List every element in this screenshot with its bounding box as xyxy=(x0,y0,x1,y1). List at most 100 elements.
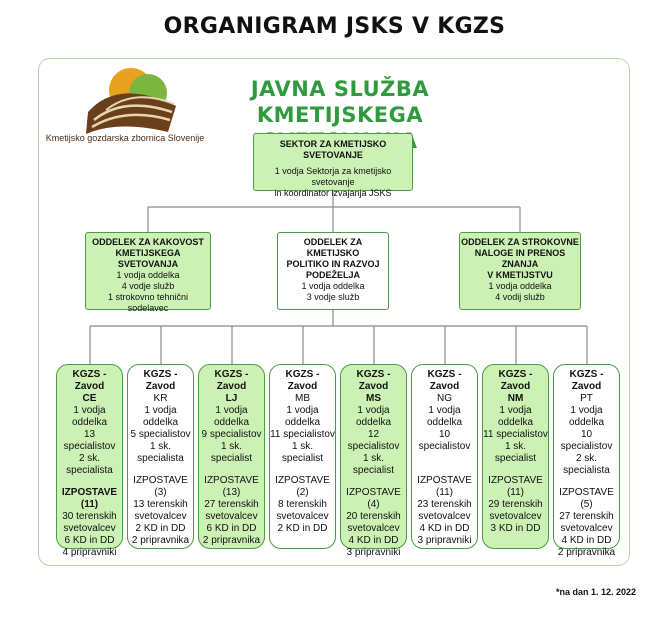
unit-line: 5 specialistov xyxy=(130,429,191,440)
branch-line: 6 KD in DD xyxy=(206,523,257,534)
unit-line: 12 specialistov xyxy=(347,429,400,452)
unit-line: 1 vodja xyxy=(286,405,319,416)
unit-line: 13 specialistov xyxy=(63,429,116,452)
branch-line: 8 terenskih xyxy=(278,499,327,510)
branch-line: 20 terenskih xyxy=(346,511,401,522)
unit-line: 1 vodja xyxy=(357,405,390,416)
unit-line: 11 specialistov xyxy=(483,429,548,440)
sector-line: 1 vodja Sektorja za kmetijsko svetovanje xyxy=(274,166,392,187)
branch-line: 2 KD in DD xyxy=(135,523,186,534)
department-title: ODDELEK ZA STROKOVNE xyxy=(461,237,579,247)
branch-line: 27 terenskih xyxy=(204,499,259,510)
department-expert-tasks: ODDELEK ZA STROKOVNE NALOGE IN PRENOS ZN… xyxy=(459,232,581,310)
unit-line: 1 sk. specialist xyxy=(352,453,395,476)
unit-ng: KGZS - Zavod NG 1 vodja oddelka 10 speci… xyxy=(411,364,478,549)
branch-line: svetovalcev xyxy=(276,511,329,522)
unit-line: 1 sk. specialist xyxy=(210,441,253,464)
branch-line: 2 KD in DD xyxy=(277,523,328,534)
branch-title: IZPOSTAVE (11) xyxy=(417,475,472,498)
kgzs-logo xyxy=(86,68,176,134)
unit-name: PT xyxy=(580,393,593,404)
department-line: 4 vodje služb xyxy=(121,281,175,291)
department-line: 4 vodij služb xyxy=(495,292,545,302)
unit-line: 9 specialistov xyxy=(201,429,262,440)
branch-line: 4 pripravniki xyxy=(62,547,117,558)
branch-line: svetovalcev xyxy=(560,523,613,534)
sector-box: SEKTOR ZA KMETIJSKO SVETOVANJE 1 vodja S… xyxy=(253,133,413,198)
unit-line: 1 vodja xyxy=(215,405,248,416)
unit-name: KGZS - Zavod xyxy=(214,369,249,392)
branch-line: 4 KD in DD xyxy=(561,535,612,546)
unit-name: KR xyxy=(153,393,168,404)
branch-line: 2 pripravnika xyxy=(131,535,190,546)
unit-name: CE xyxy=(82,393,97,404)
unit-line: 2 sk. specialista xyxy=(66,453,113,476)
unit-nm: KGZS - Zavod NM 1 vodja oddelka 11 speci… xyxy=(482,364,549,549)
branch-title: IZPOSTAVE (3) xyxy=(133,475,188,498)
unit-line: 10 specialistov xyxy=(560,429,613,452)
branch-line: 2 pripravnika xyxy=(557,547,616,558)
unit-name: KGZS - Zavod xyxy=(356,369,391,392)
branch-line: svetovalcev xyxy=(63,523,116,534)
date-footnote: *na dan 1. 12. 2022 xyxy=(556,587,637,597)
unit-ce: KGZS - Zavod CE 1 vodja oddelka 13 speci… xyxy=(56,364,123,558)
logo-caption: Kmetijsko gozdarska zbornica Slovenije xyxy=(45,133,205,143)
unit-line: 11 specialistov xyxy=(270,429,335,440)
branch-title: IZPOSTAVE (5) xyxy=(559,487,614,510)
unit-name: KGZS - Zavod xyxy=(427,369,462,392)
unit-kr: KGZS - Zavod KR 1 vodja oddelka 5 specia… xyxy=(127,364,194,549)
branch-line: 3 pripravniki xyxy=(417,535,472,546)
branch-line: svetovalcev xyxy=(418,511,471,522)
department-title: V KMETIJSTVU xyxy=(487,270,553,280)
department-title: ODDELEK ZA KMETIJSKO xyxy=(303,237,363,258)
unit-ms: KGZS - Zavod MS 1 vodja oddelka 12 speci… xyxy=(340,364,407,558)
branch-line: 4 KD in DD xyxy=(348,535,399,546)
unit-line: oddelka xyxy=(426,417,463,428)
branch-line: 27 terenskih xyxy=(559,511,614,522)
branch-line: svetovalcev xyxy=(347,523,400,534)
department-line: 1 vodja oddelka xyxy=(488,281,552,291)
unit-name: MB xyxy=(295,393,310,404)
unit-mb: KGZS - Zavod MB 1 vodja oddelka 11 speci… xyxy=(269,364,336,549)
branch-line: 23 terenskih xyxy=(417,499,472,510)
branch-line: 29 terenskih xyxy=(488,499,543,510)
department-line: 1 vodja oddelka xyxy=(301,281,365,291)
heading-line-1: JAVNA SLUŽBA KMETIJSKEGA xyxy=(250,77,430,127)
department-title: NALOGE IN PRENOS ZNANJA xyxy=(474,248,566,269)
branch-line: 4 KD in DD xyxy=(419,523,470,534)
sector-line: in koordinator izvajanja JSKS xyxy=(274,188,392,198)
unit-line: oddelka xyxy=(71,417,108,428)
unit-line: 1 vodja xyxy=(144,405,177,416)
unit-name: LJ xyxy=(225,393,238,404)
department-line: 1 strokovno tehnični xyxy=(107,292,189,302)
unit-line: 1 vodja xyxy=(570,405,603,416)
department-line: sodelavec xyxy=(127,303,169,313)
unit-line: 1 vodja xyxy=(428,405,461,416)
unit-line: 2 sk. specialista xyxy=(563,453,610,476)
branch-line: 3 KD in DD xyxy=(490,523,541,534)
branch-title: IZPOSTAVE (11) xyxy=(488,475,543,498)
unit-name: KGZS - Zavod xyxy=(143,369,178,392)
department-title: ODDELEK ZA KAKOVOST xyxy=(92,237,204,247)
branch-line: 13 terenskih xyxy=(133,499,188,510)
unit-line: oddelka xyxy=(355,417,392,428)
department-title: PODEŽELJA xyxy=(305,270,360,280)
department-policy: ODDELEK ZA KMETIJSKO POLITIKO IN RAZVOJ … xyxy=(277,232,389,310)
unit-line: oddelka xyxy=(284,417,321,428)
unit-line: oddelka xyxy=(568,417,605,428)
branch-line: 3 pripravniki xyxy=(346,547,401,558)
branch-title: (13) xyxy=(222,487,241,498)
branch-line: svetovalcev xyxy=(205,511,258,522)
branch-line: 30 terenskih xyxy=(62,511,117,522)
unit-pt: KGZS - Zavod PT 1 vodja oddelka 10 speci… xyxy=(553,364,620,558)
branch-title: IZPOSTAVE (4) xyxy=(346,487,401,510)
unit-name: KGZS - Zavod xyxy=(72,369,107,392)
branch-title: IZPOSTAVE (11) xyxy=(61,487,118,510)
branch-line: svetovalcev xyxy=(134,511,187,522)
page-title: ORGANIGRAM JSKS V KGZS xyxy=(163,14,506,39)
department-line: 3 vodje služb xyxy=(306,292,360,302)
branch-line: svetovalcev xyxy=(489,511,542,522)
unit-line: 1 vodja xyxy=(73,405,106,416)
unit-line: oddelka xyxy=(142,417,179,428)
